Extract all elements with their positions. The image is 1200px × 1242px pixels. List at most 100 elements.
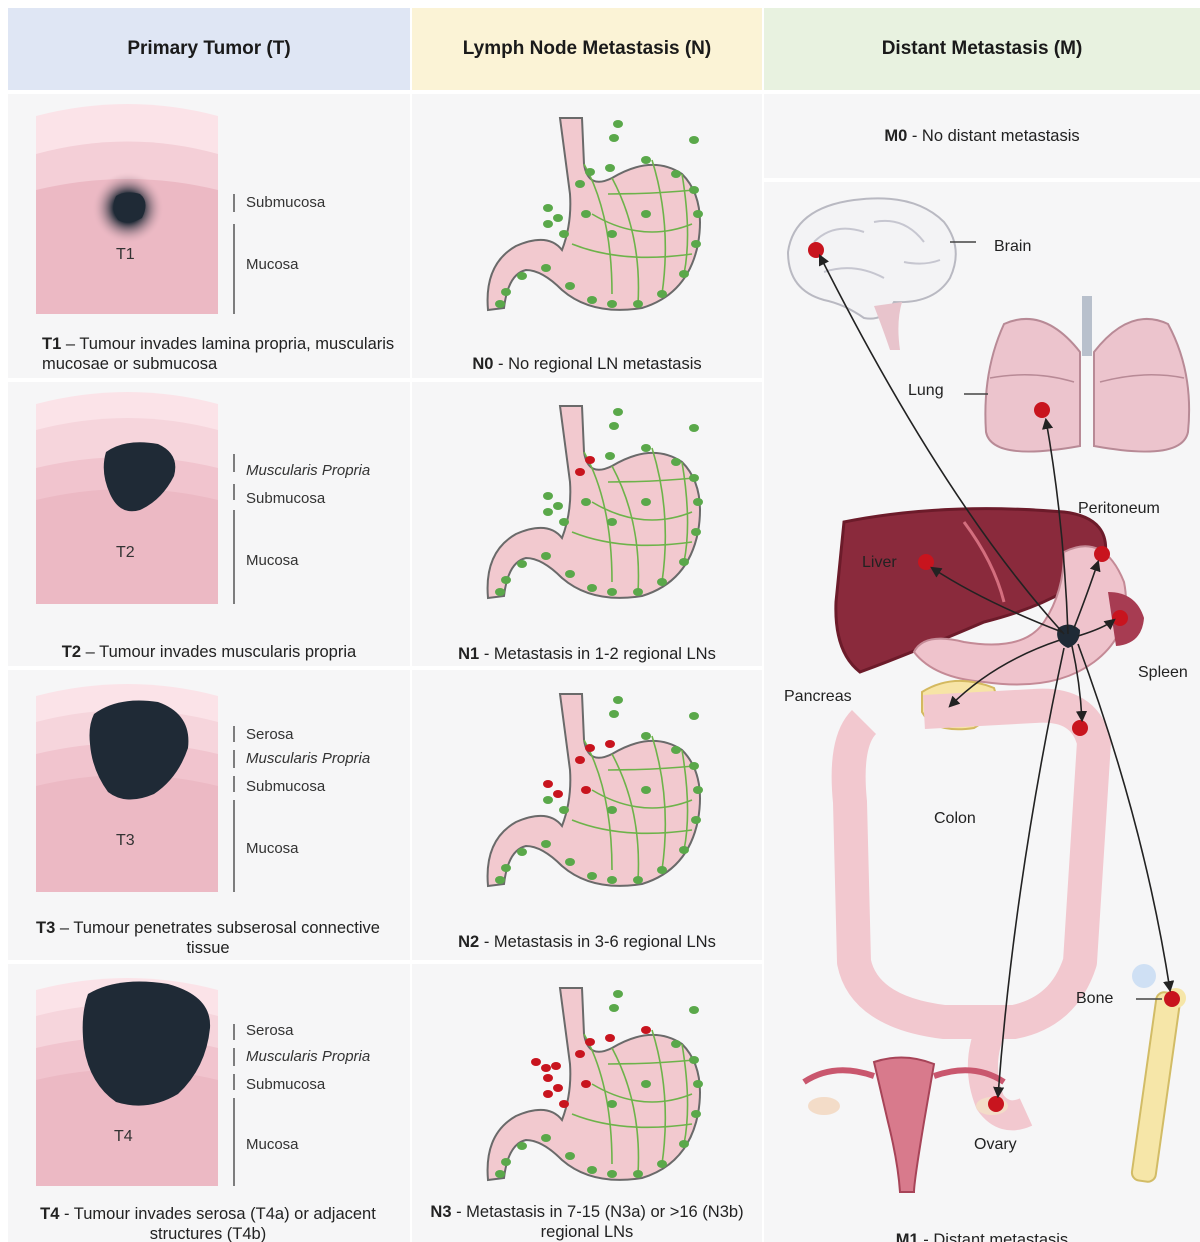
lymph-node xyxy=(691,240,701,248)
t3-muscularis-label: Muscularis Propria xyxy=(246,750,370,767)
lymph-node xyxy=(581,498,591,506)
metastatic-lymph-node xyxy=(585,744,595,752)
lymph-node xyxy=(543,492,553,500)
metastatic-lymph-node xyxy=(585,456,595,464)
metastatic-lymph-node xyxy=(543,1074,553,1082)
spleen-label: Spleen xyxy=(1138,664,1188,682)
lymph-node xyxy=(517,848,527,856)
metastatic-lymph-node xyxy=(551,1062,561,1070)
t2-caption: T2 – Tumour invades muscularis propria xyxy=(8,642,410,662)
colon-label: Colon xyxy=(934,810,976,828)
lymph-node xyxy=(587,584,597,592)
lymph-node xyxy=(693,1080,703,1088)
lymph-node xyxy=(679,558,689,566)
lymph-node xyxy=(501,864,511,872)
lymph-node xyxy=(657,578,667,586)
lymph-node xyxy=(613,696,623,704)
metastatic-lymph-node xyxy=(575,468,585,476)
lymph-node xyxy=(517,272,527,280)
lymph-node xyxy=(693,210,703,218)
lymph-node xyxy=(607,230,617,238)
lymph-node xyxy=(691,816,701,824)
lymph-node xyxy=(679,270,689,278)
metastatic-lymph-node xyxy=(641,1026,651,1034)
lung-label: Lung xyxy=(908,382,944,400)
lymph-node xyxy=(585,168,595,176)
lymph-node xyxy=(587,1166,597,1174)
lymph-node xyxy=(693,786,703,794)
lymph-node xyxy=(693,498,703,506)
brain-illustration xyxy=(788,198,976,350)
t4-tissue-diagram xyxy=(8,964,410,1242)
metastasis-body-diagram xyxy=(764,182,1200,1242)
brain-label: Brain xyxy=(994,238,1031,256)
lymph-node xyxy=(565,858,575,866)
lymph-node xyxy=(587,872,597,880)
t1-panel: T1 Submucosa Mucosa T1 – Tumour invades … xyxy=(8,94,410,378)
lymph-node xyxy=(609,1004,619,1012)
lymph-node xyxy=(495,876,505,884)
lymph-node xyxy=(501,1158,511,1166)
lymph-node xyxy=(587,296,597,304)
m0-panel: M0 - No distant metastasis xyxy=(764,94,1200,178)
lymph-node xyxy=(495,300,505,308)
lymph-node xyxy=(613,120,623,128)
t1-caption: T1 – Tumour invades lamina propria, musc… xyxy=(18,334,398,374)
t4-stage-label: T4 xyxy=(114,1128,133,1146)
lymph-node xyxy=(607,806,617,814)
colon-metastasis-dot xyxy=(1072,720,1088,736)
t4-muscularis-label: Muscularis Propria xyxy=(246,1048,370,1065)
metastatic-lymph-node xyxy=(531,1058,541,1066)
pancreas-label: Pancreas xyxy=(784,688,852,706)
lymph-node xyxy=(517,560,527,568)
lymph-node xyxy=(565,570,575,578)
metastatic-lymph-node xyxy=(581,786,591,794)
lymph-node xyxy=(575,180,585,188)
lymph-node xyxy=(607,1170,617,1178)
n0-stomach-diagram xyxy=(412,94,762,344)
lymph-node xyxy=(633,1170,643,1178)
lymph-node xyxy=(609,134,619,142)
lymph-node xyxy=(565,1152,575,1160)
lymph-node xyxy=(641,156,651,164)
t4-mucosa-label: Mucosa xyxy=(246,1136,299,1153)
metastatic-lymph-node xyxy=(541,1064,551,1072)
peritoneum-metastasis-dot xyxy=(1094,546,1110,562)
n3-panel: N3 - Metastasis in 7-15 (N3a) or >16 (N3… xyxy=(412,964,762,1242)
lymph-node xyxy=(605,164,615,172)
colon-illustration xyxy=(849,706,1094,1022)
lymph-node xyxy=(565,282,575,290)
lymph-node xyxy=(501,576,511,584)
lymph-node xyxy=(559,806,569,814)
lymph-node xyxy=(641,732,651,740)
lymph-node xyxy=(501,288,511,296)
n1-caption: N1 - Metastasis in 1-2 regional LNs xyxy=(412,644,762,664)
lymph-node xyxy=(689,474,699,482)
lymph-node xyxy=(691,1110,701,1118)
header-primary-tumor: Primary Tumor (T) xyxy=(8,8,410,90)
lymph-node xyxy=(657,1160,667,1168)
metastatic-lymph-node xyxy=(605,740,615,748)
metastatic-lymph-node xyxy=(585,1038,595,1046)
t4-panel: T4 Serosa Muscularis Propria Submucosa M… xyxy=(8,964,410,1242)
lymph-node xyxy=(657,866,667,874)
lymph-node xyxy=(607,300,617,308)
m1-panel: Brain Lung Peritoneum Liver Spleen Pancr… xyxy=(764,182,1200,1242)
lymph-node xyxy=(543,204,553,212)
lung-metastasis-dot xyxy=(1034,402,1050,418)
lymph-node xyxy=(641,498,651,506)
n2-caption: N2 - Metastasis in 3-6 regional LNs xyxy=(412,932,762,952)
lymph-node xyxy=(543,220,553,228)
lymph-node xyxy=(607,588,617,596)
lymph-node xyxy=(609,422,619,430)
t1-submucosa-label: Submucosa xyxy=(246,194,325,211)
lymph-node xyxy=(689,136,699,144)
brain-metastasis-dot xyxy=(808,242,824,258)
liver-metastasis-dot xyxy=(918,554,934,570)
lymph-node xyxy=(607,876,617,884)
header-distant-metastasis: Distant Metastasis (M) xyxy=(764,8,1200,90)
m1-caption: M1 - Distant metastasis xyxy=(764,1230,1200,1242)
lymph-node xyxy=(541,552,551,560)
metastatic-lymph-node xyxy=(553,790,563,798)
metastatic-lymph-node xyxy=(559,1100,569,1108)
